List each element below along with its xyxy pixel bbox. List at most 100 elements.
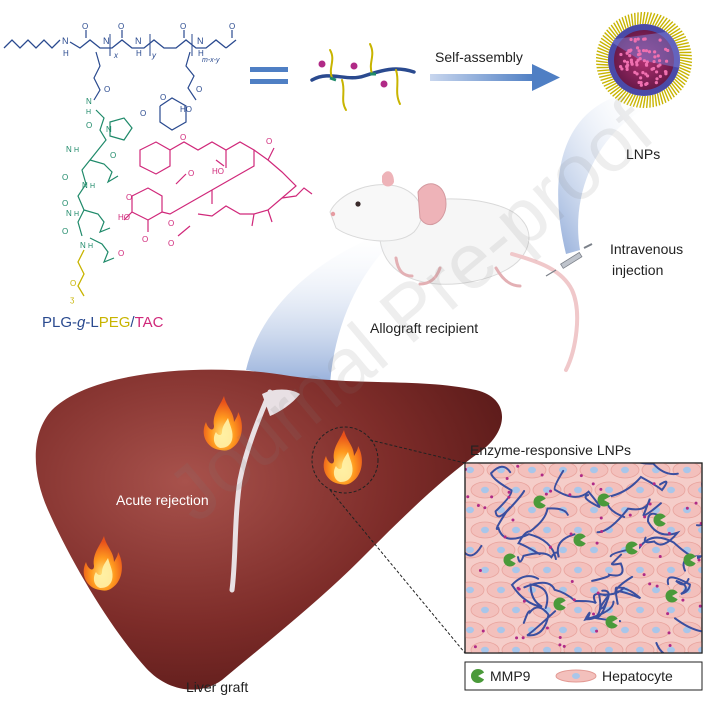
mmp9-enzyme-icon — [625, 541, 639, 555]
atom-ho: HO — [212, 167, 224, 176]
atom-o: O — [70, 279, 76, 288]
atom-h: H — [136, 49, 142, 58]
injection-label: injection — [612, 262, 663, 278]
mmp9-enzyme-icon — [683, 553, 697, 567]
atom-ho: HO — [118, 213, 130, 222]
polymer-name-part: TAC — [135, 314, 164, 331]
zoom-line-bottom — [329, 489, 466, 654]
atom-h: H — [90, 183, 95, 190]
polymer-name-part: PLG- — [42, 314, 77, 331]
atom-o: O — [110, 151, 116, 160]
self-assembly-label: Self-assembly — [435, 49, 523, 65]
atom-o: O — [188, 169, 194, 178]
atom-o: O — [180, 22, 186, 31]
atom-h: H — [198, 49, 204, 58]
peptide-segment — [77, 109, 107, 237]
atom-o: O — [196, 85, 202, 94]
atom-o: O — [180, 133, 186, 142]
distribution-beam-left — [246, 224, 412, 384]
atom-o: O — [118, 22, 124, 31]
mouse-illustration — [329, 171, 580, 372]
acid-side-chain — [185, 51, 197, 101]
atom-o: O — [104, 85, 110, 94]
atom-o: O — [86, 121, 92, 130]
atom-o: O — [62, 173, 68, 182]
atom-o: O — [160, 93, 166, 102]
liver-illustration — [35, 369, 503, 690]
atom-o: O — [126, 193, 132, 202]
allograft-recipient-label: Allograft recipient — [370, 320, 478, 336]
polymer-name: PLG-g-LPEG/TAC — [42, 314, 164, 331]
leucine-side-chain — [89, 237, 115, 264]
subscript-y: y — [151, 51, 157, 60]
liver-graft-label: Liver graft — [186, 679, 248, 695]
proline-ring — [109, 117, 133, 141]
hepatocyte-legend-label: Hepatocyte — [602, 668, 673, 684]
mmp9-enzyme-icon — [597, 493, 611, 507]
atom-n: N — [135, 36, 142, 46]
peg-repeat-mark: ʒ — [70, 295, 75, 304]
enzyme-responsive-title: Enzyme-responsive LNPs — [470, 442, 631, 458]
injection-beam — [558, 98, 650, 254]
atom-o: O — [229, 22, 235, 31]
atom-n: N — [66, 209, 72, 218]
polymer-name-part: -L — [85, 314, 98, 331]
tacrolimus-structure — [123, 141, 313, 237]
atom-h: H — [86, 109, 91, 116]
atom-h: H — [74, 211, 79, 218]
mmp9-legend-icon — [471, 669, 485, 683]
atom-n: N — [103, 36, 110, 46]
polymer-backbone — [69, 39, 227, 49]
atom-o: O — [168, 239, 174, 248]
atom-n: N — [197, 36, 204, 46]
equals-sign — [250, 67, 288, 84]
atom-o: O — [140, 109, 146, 118]
subscript-m-x-y: m-x-y — [202, 57, 220, 64]
mmp9-enzyme-icon — [503, 553, 517, 567]
leucine-side-chain — [83, 209, 111, 234]
atom-n: N — [86, 97, 92, 106]
mmp9-legend-label: MMP9 — [490, 668, 531, 684]
subscript-x: x — [113, 51, 119, 60]
syringe-icon — [545, 243, 593, 277]
atom-o: O — [142, 235, 148, 244]
polymer-structure: N H O N x y N H N H m-x-y O O O O HO O N… — [3, 22, 313, 304]
mmp9-enzyme-icon — [533, 495, 547, 509]
polymer-name-part: PEG — [99, 314, 131, 331]
intravenous-label: Intravenous — [610, 241, 683, 257]
mmp9-enzyme-icon — [605, 615, 619, 629]
atom-o: O — [168, 219, 174, 228]
alkyl-chain — [3, 39, 61, 49]
mmp9-enzyme-icon — [553, 597, 567, 611]
hepatocyte-legend-icon — [555, 669, 597, 683]
atom-h: H — [63, 49, 69, 58]
mmp9-enzyme-icon — [573, 533, 587, 547]
leucine-side-chain — [89, 159, 119, 184]
lnp-nanoparticle — [595, 11, 693, 109]
lnps-label: LNPs — [626, 146, 660, 162]
cyclohexyl-link — [159, 97, 187, 131]
polymer-name-part: g — [77, 314, 86, 331]
atom-o: O — [82, 22, 88, 31]
atom-o: O — [118, 249, 124, 258]
mmp9-enzyme-icon — [653, 513, 667, 527]
acute-rejection-label: Acute rejection — [116, 492, 209, 508]
atom-n: N — [80, 241, 86, 250]
zoom-line-top — [369, 439, 466, 464]
peg-chain — [77, 249, 85, 297]
atom-n: N — [106, 125, 112, 134]
polymer-name-part: / — [130, 314, 135, 331]
atom-n: N — [66, 145, 72, 154]
atom-o: O — [62, 227, 68, 236]
zoom-region-circle — [311, 426, 379, 494]
amphiphilic-polymer-chain — [310, 43, 416, 111]
tissue-panel — [464, 462, 703, 654]
mmp9-enzyme-icon — [665, 589, 679, 603]
atom-o: O — [62, 199, 68, 208]
atom-h: H — [88, 243, 93, 250]
atom-h: H — [74, 147, 79, 154]
atom-n: N — [62, 36, 69, 46]
atom-o: O — [266, 137, 272, 146]
peptide-linker-chain — [93, 51, 101, 101]
